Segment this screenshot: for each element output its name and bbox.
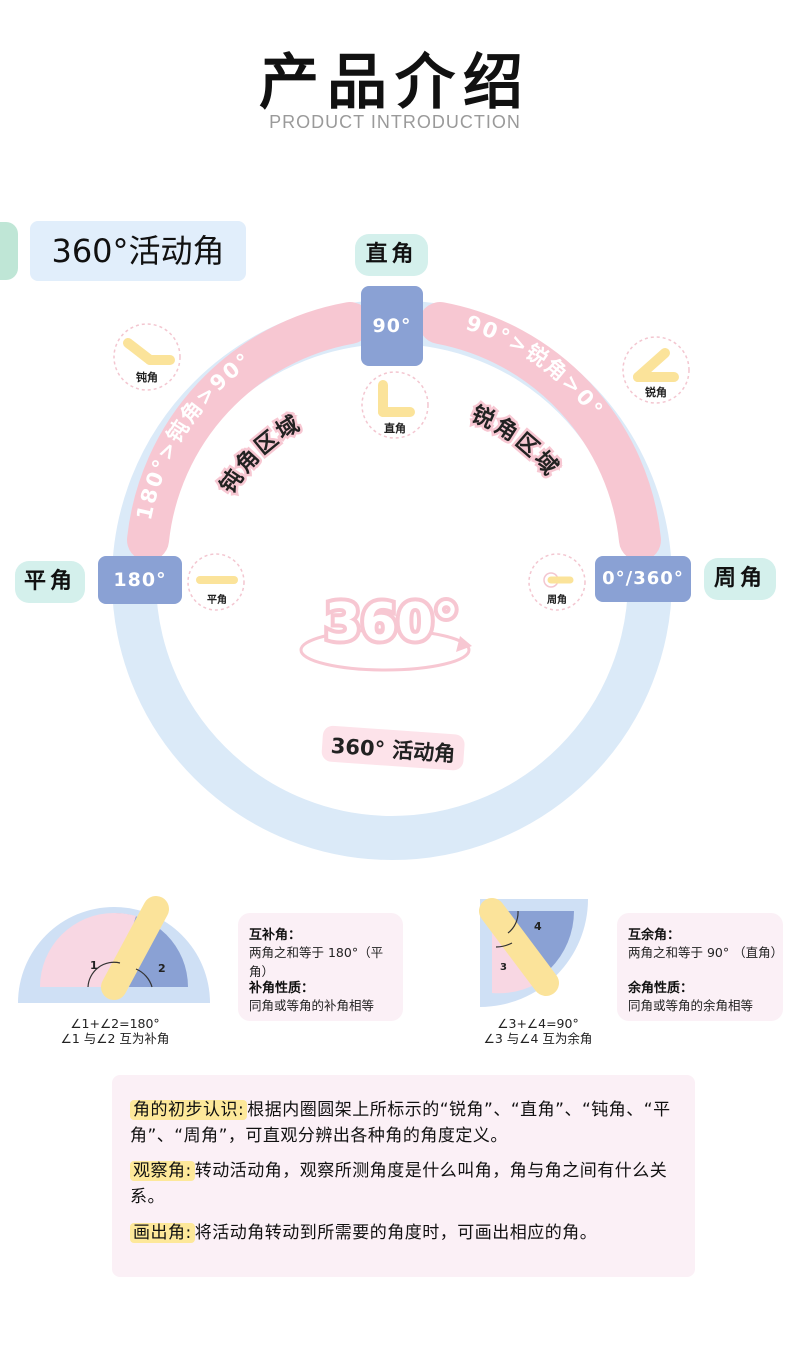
complementary-angle-diagram: 4 3 [479,898,588,1007]
angle-ring-diagram: 180°>钝角>90° 90°>锐角>0° 钝角区域 锐角区域 360° 360… [112,300,690,860]
supplementary-angle-diagram: 1 2 [18,896,210,1003]
degree-0-360-box: 0°/360° [595,556,691,602]
degree-180-box: 180° [98,556,182,604]
obtuse-zone-text: 钝角区域 [215,410,306,499]
note-key-1: 角的初步认识: [130,1100,248,1120]
right-angle-label: 直角 [355,234,428,276]
note-text-3: 将活动角转动到所需要的角度时，可画出相应的角。 [194,1223,598,1243]
straight-angle-label: 平角 [15,561,85,603]
page-title: 产品介绍 [259,48,531,118]
acute-angle-icon: 锐角 [622,336,690,404]
note-text-2: 转动活动角，观察所测角度是什么叫角，角与角之间有什么关系。 [130,1161,668,1207]
full-angle-icon: 周角 [528,553,586,611]
note-paragraph-3: 画出角:将活动角转动到所需要的角度时，可画出相应的角。 [130,1220,680,1246]
section-tab-marker [0,222,18,280]
svg-text:平角: 平角 [207,593,227,606]
complementary-card-text2: 同角或等角的余角相等 [628,998,754,1013]
svg-text:3: 3 [500,962,507,973]
right-angle-icon: 直角 [361,371,429,439]
supplementary-formula-line2: ∠1 与∠2 互为补角 [60,1031,170,1046]
complementary-card-title1: 互余角： [628,928,681,943]
note-key-2: 观察角: [130,1161,195,1181]
obtuse-angle-icon: 钝角 [113,323,181,391]
svg-text:钝角: 钝角 [136,370,158,384]
complementary-card-text1: 两角之和等于 90° （直角） [628,945,784,960]
supplementary-card-text1: 两角之和等于 180°（平角） [249,945,384,979]
complementary-formula-line1: ∠3+∠4=90° [497,1016,579,1031]
complementary-formula-line2: ∠3 与∠4 互为余角 [483,1031,593,1046]
supplementary-formula-line1: ∠1+∠2=180° [70,1016,160,1031]
bottom-label-bg [321,725,465,771]
supplementary-card: 互补角： 两角之和等于 180°（平角） 补角性质： 同角或等角的补角相等 [238,913,403,1021]
section-badge: 360°活动角 [30,221,246,281]
note-paragraph-2: 观察角:转动活动角，观察所测角度是什么叫角，角与角之间有什么关系。 [130,1158,680,1210]
supplementary-card-title2: 补角性质： [249,981,315,996]
rotate-arrow-icon [299,628,471,672]
straight-angle-icon: 平角 [187,553,245,611]
complementary-card-title2: 余角性质： [628,981,694,996]
svg-text:2: 2 [158,962,166,975]
svg-text:锐角: 锐角 [645,385,667,399]
note-text-1: 根据内圈圆架上所标示的“锐角”、“直角”、“钝角、“平角”、“周角”，可直观分辨… [130,1100,671,1146]
supplementary-card-title1: 互补角： [249,928,302,943]
acute-zone-text: 锐角区域 [468,401,565,482]
full-angle-label: 周角 [704,558,776,600]
page-subtitle: PRODUCT INTRODUCTION [269,112,521,132]
note-key-3: 画出角: [130,1223,195,1243]
obtuse-arc [127,302,371,561]
svg-text:周角: 周角 [547,593,567,606]
note-paragraph-1: 角的初步认识:根据内圈圆架上所标示的“锐角”、“直角”、“钝角、“平角”、“周角… [130,1097,680,1149]
degree-90-box: 90° [361,286,423,366]
acute-arc [419,302,661,561]
svg-text:1: 1 [90,959,98,972]
svg-text:4: 4 [534,920,542,933]
svg-text:直角: 直角 [384,421,406,435]
center-360-text: 360° [325,593,460,653]
supplementary-formula: ∠1+∠2=180° ∠1 与∠2 互为补角 [30,1016,200,1046]
complementary-card: 互余角： 两角之和等于 90° （直角） 余角性质： 同角或等角的余角相等 [617,913,783,1021]
supplementary-card-text2: 同角或等角的补角相等 [249,998,375,1013]
complementary-formula: ∠3+∠4=90° ∠3 与∠4 互为余角 [452,1016,624,1046]
